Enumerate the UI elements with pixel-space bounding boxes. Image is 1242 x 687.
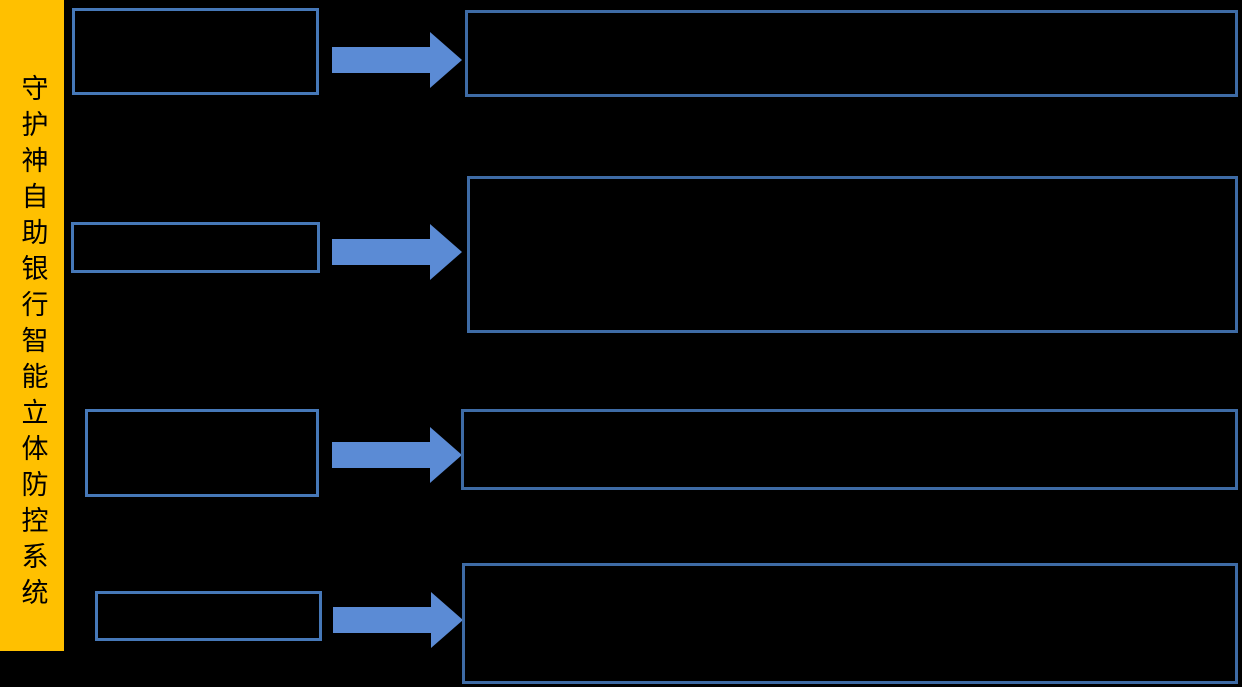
right-arrow-icon: [333, 592, 463, 648]
right-arrow-icon: [332, 427, 462, 483]
right-arrow-icon: [332, 32, 462, 88]
arrow-right-1: [332, 32, 462, 88]
arrow-right-2: [332, 224, 462, 280]
right-box-1: [465, 10, 1238, 97]
right-box-3: [461, 409, 1238, 490]
left-box-3: [85, 409, 319, 497]
system-title-bar: 守护神自助银行智能立体防控系统: [0, 0, 64, 651]
right-box-2: [467, 176, 1238, 333]
left-box-4: [95, 591, 322, 641]
system-title: 守护神自助银行智能立体防控系统: [17, 74, 48, 614]
left-box-2: [71, 222, 320, 273]
left-box-1: [72, 8, 319, 95]
right-arrow-icon: [332, 224, 462, 280]
arrow-right-4: [333, 592, 463, 648]
arrow-right-3: [332, 427, 462, 483]
right-box-4: [462, 563, 1238, 684]
